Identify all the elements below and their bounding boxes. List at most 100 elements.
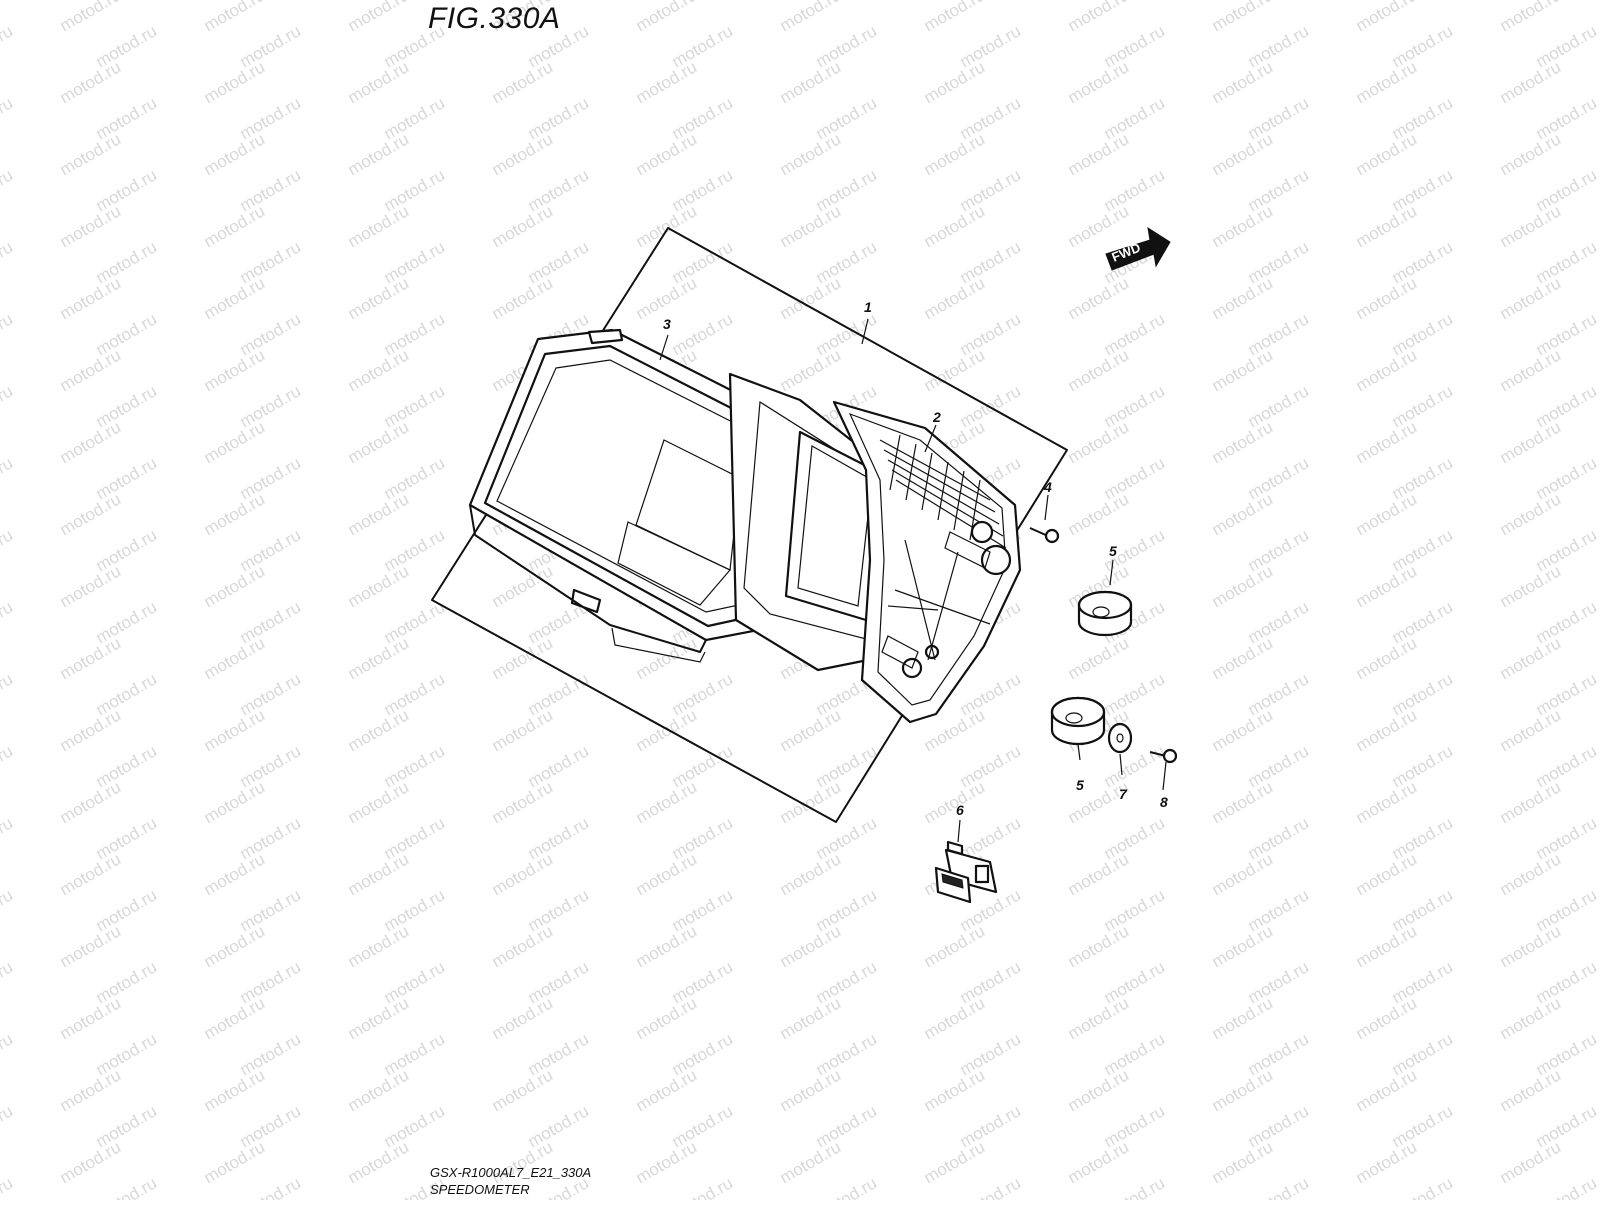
- watermark-text: motod.ru: [489, 993, 557, 1043]
- watermark-text: motod.ru: [345, 489, 413, 539]
- watermark-text: motod.ru: [1497, 849, 1565, 899]
- washer-part-7: [1109, 724, 1131, 752]
- callout-5-upper: 5: [1109, 543, 1117, 559]
- watermark-text: motod.ru: [0, 597, 16, 647]
- watermark-text: motod.ru: [1497, 0, 1565, 35]
- watermark-text: motod.ru: [0, 669, 16, 719]
- watermark-text: motod.ru: [1353, 345, 1421, 395]
- watermark-text: motod.ru: [201, 777, 269, 827]
- watermark-text: motod.ru: [777, 1137, 845, 1187]
- watermark-text: motod.ru: [1209, 777, 1277, 827]
- watermark-text: motod.ru: [1065, 1137, 1133, 1187]
- watermark-text: motod.ru: [1353, 705, 1421, 755]
- watermark-text: motod.ru: [57, 1065, 125, 1115]
- watermark-text: motod.ru: [0, 21, 16, 71]
- watermark-text: motod.ru: [0, 525, 16, 575]
- watermark-text: motod.ru: [813, 1173, 881, 1200]
- callout-7: 7: [1119, 786, 1128, 802]
- watermark-text: motod.ru: [0, 93, 16, 143]
- watermark-text: motod.ru: [57, 561, 125, 611]
- callout-8: 8: [1160, 794, 1168, 810]
- watermark-text: motod.ru: [345, 1065, 413, 1115]
- watermark-text: motod.ru: [921, 273, 989, 323]
- watermark-text: motod.ru: [1065, 993, 1133, 1043]
- watermark-text: motod.ru: [1065, 417, 1133, 467]
- watermark-text: motod.ru: [921, 1065, 989, 1115]
- watermark-text: motod.ru: [921, 993, 989, 1043]
- callout-3: 3: [663, 316, 671, 332]
- watermark-text: motod.ru: [633, 0, 701, 35]
- watermark-text: motod.ru: [345, 777, 413, 827]
- figure-code: GSX-R1000AL7_E21_330A: [430, 1165, 591, 1180]
- watermark-text: motod.ru: [345, 57, 413, 107]
- watermark-text: motod.ru: [921, 921, 989, 971]
- watermark-text: motod.ru: [0, 1101, 16, 1151]
- watermark-text: motod.ru: [345, 921, 413, 971]
- watermark-text: motod.ru: [1497, 633, 1565, 683]
- watermark-text: motod.ru: [1353, 201, 1421, 251]
- watermark-text: motod.ru: [921, 201, 989, 251]
- watermark-text: motod.ru: [921, 777, 989, 827]
- watermark-text: motod.ru: [345, 417, 413, 467]
- watermark-text: motod.ru: [57, 273, 125, 323]
- watermark-text: motod.ru: [1065, 129, 1133, 179]
- watermark-text: motod.ru: [345, 201, 413, 251]
- watermark-text: motod.ru: [489, 1065, 557, 1115]
- watermark-text: motod.ru: [93, 1173, 161, 1200]
- watermark-text: motod.ru: [0, 885, 16, 935]
- watermark-text: motod.ru: [1353, 129, 1421, 179]
- watermark-text: motod.ru: [0, 957, 16, 1007]
- watermark-text: motod.ru: [777, 345, 845, 395]
- watermark-text: motod.ru: [1497, 201, 1565, 251]
- watermark-text: motod.ru: [57, 57, 125, 107]
- watermark-text: motod.ru: [57, 1137, 125, 1187]
- watermark-text: motod.ru: [1209, 345, 1277, 395]
- watermark-text: motod.ru: [201, 129, 269, 179]
- watermark-text: motod.ru: [345, 129, 413, 179]
- watermark-text: motod.ru: [345, 561, 413, 611]
- watermark-text: motod.ru: [201, 921, 269, 971]
- watermark-text: motod.ru: [777, 57, 845, 107]
- watermark-text: motod.ru: [1065, 201, 1133, 251]
- watermark-text: motod.ru: [777, 273, 845, 323]
- watermark-text: motod.ru: [0, 813, 16, 863]
- watermark-text: motod.ru: [921, 0, 989, 35]
- watermark-text: motod.ru: [345, 1137, 413, 1187]
- watermark-text: motod.ru: [1209, 849, 1277, 899]
- watermark-text: motod.ru: [0, 453, 16, 503]
- watermark-text: motod.ru: [1353, 1137, 1421, 1187]
- watermark-text: motod.ru: [1209, 489, 1277, 539]
- watermark-text: motod.ru: [1353, 273, 1421, 323]
- watermark-text: motod.ru: [201, 57, 269, 107]
- watermark-text: motod.ru: [1497, 1065, 1565, 1115]
- watermark-text: motod.ru: [1209, 921, 1277, 971]
- watermark-text: motod.ru: [1209, 633, 1277, 683]
- watermark-text: motod.ru: [201, 633, 269, 683]
- watermark-text: motod.ru: [1353, 777, 1421, 827]
- watermark-text: motod.ru: [1497, 129, 1565, 179]
- watermark-text: motod.ru: [489, 777, 557, 827]
- watermark-text: motod.ru: [201, 561, 269, 611]
- watermark-text: motod.ru: [1209, 1065, 1277, 1115]
- watermark-text: motod.ru: [1497, 57, 1565, 107]
- callout-5-lower: 5: [1076, 777, 1084, 793]
- watermark-text: motod.ru: [345, 345, 413, 395]
- watermark-text: motod.ru: [489, 849, 557, 899]
- watermark-text: motod.ru: [1497, 993, 1565, 1043]
- watermark-text: motod.ru: [777, 705, 845, 755]
- watermark-text: motod.ru: [1209, 1137, 1277, 1187]
- watermark-text: motod.ru: [201, 489, 269, 539]
- watermark-text: motod.ru: [1389, 1173, 1457, 1200]
- watermark-text: motod.ru: [1353, 633, 1421, 683]
- watermark-text: motod.ru: [1065, 849, 1133, 899]
- watermark-text: motod.ru: [1497, 705, 1565, 755]
- watermark-text: motod.ru: [57, 129, 125, 179]
- watermark-text: motod.ru: [345, 993, 413, 1043]
- watermark-text: motod.ru: [669, 1173, 737, 1200]
- watermark-text: motod.ru: [57, 993, 125, 1043]
- watermark-text: motod.ru: [1065, 345, 1133, 395]
- watermark-text: motod.ru: [1065, 273, 1133, 323]
- watermark-text: motod.ru: [345, 0, 413, 35]
